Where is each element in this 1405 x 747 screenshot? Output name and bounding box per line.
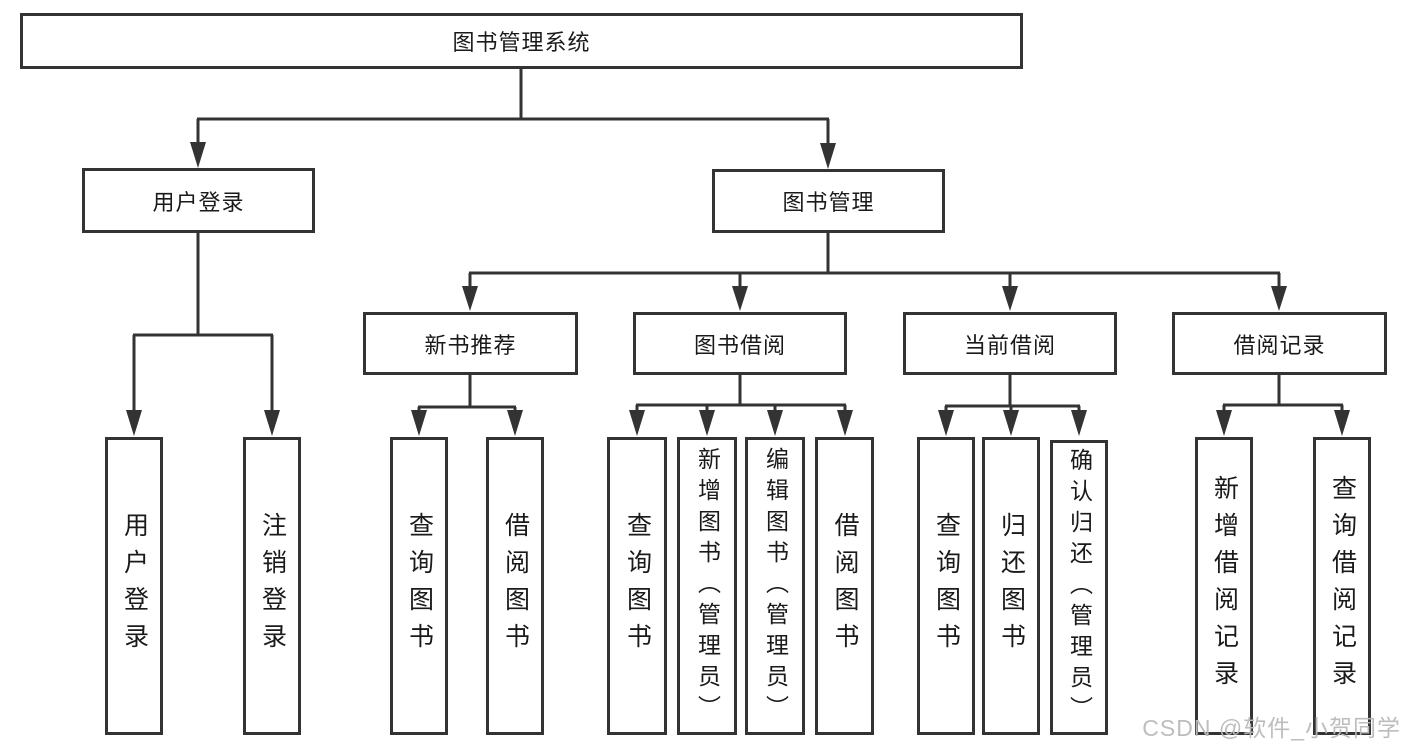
csdn-watermark: CSDN @软件_小贺同学	[1142, 715, 1401, 741]
leaf-user-login: 用户登录	[105, 437, 163, 735]
arrow-down-icon	[767, 410, 783, 436]
node-current-borrow: 当前借阅	[903, 312, 1117, 375]
leaf-confirm-return-admin: 确认归还（管理员）	[1050, 440, 1108, 735]
arrow-down-icon	[1003, 410, 1019, 436]
arrow-down-icon	[1002, 286, 1018, 311]
leaf-return-book: 归还图书	[982, 437, 1040, 735]
leaf-borrow-books-2: 借阅图书	[815, 437, 874, 735]
arrow-down-icon	[1216, 410, 1232, 436]
arrow-down-icon	[837, 410, 853, 436]
arrow-down-icon	[126, 410, 142, 436]
node-user-login: 用户登录	[82, 168, 315, 233]
leaf-query-borrow-record: 查询借阅记录	[1313, 437, 1371, 735]
arrow-down-icon	[462, 286, 478, 311]
arrow-down-icon	[938, 410, 954, 436]
leaf-query-books-2: 查询图书	[607, 437, 667, 735]
node-book-management: 图书管理	[712, 169, 945, 233]
leaf-add-borrow-record: 新增借阅记录	[1195, 437, 1253, 735]
arrow-down-icon	[190, 142, 206, 168]
node-book-borrow: 图书借阅	[633, 312, 847, 375]
arrow-down-icon	[732, 286, 748, 311]
leaf-query-books-1: 查询图书	[390, 437, 448, 735]
node-borrow-records: 借阅记录	[1172, 312, 1387, 375]
leaf-logout: 注销登录	[243, 437, 301, 735]
arrow-down-icon	[1071, 410, 1087, 436]
arrow-down-icon	[411, 410, 427, 436]
leaf-borrow-books-1: 借阅图书	[486, 437, 544, 735]
connector-edges	[132, 69, 1344, 414]
node-new-book-recommend: 新书推荐	[363, 312, 578, 375]
node-library-system: 图书管理系统	[20, 13, 1023, 69]
arrow-down-icon	[507, 410, 523, 436]
leaf-add-book-admin: 新增图书（管理员）	[677, 437, 737, 735]
arrow-down-icon	[820, 143, 836, 169]
leaf-edit-book-admin: 编辑图书（管理员）	[745, 437, 805, 735]
arrow-down-icon	[629, 410, 645, 436]
arrow-down-icon	[264, 410, 280, 436]
leaf-query-books-3: 查询图书	[917, 437, 975, 735]
arrow-down-icon	[699, 410, 715, 436]
arrow-down-icon	[1271, 286, 1287, 311]
arrow-down-icon	[1334, 410, 1350, 436]
connector-arrowheads	[126, 142, 1350, 436]
